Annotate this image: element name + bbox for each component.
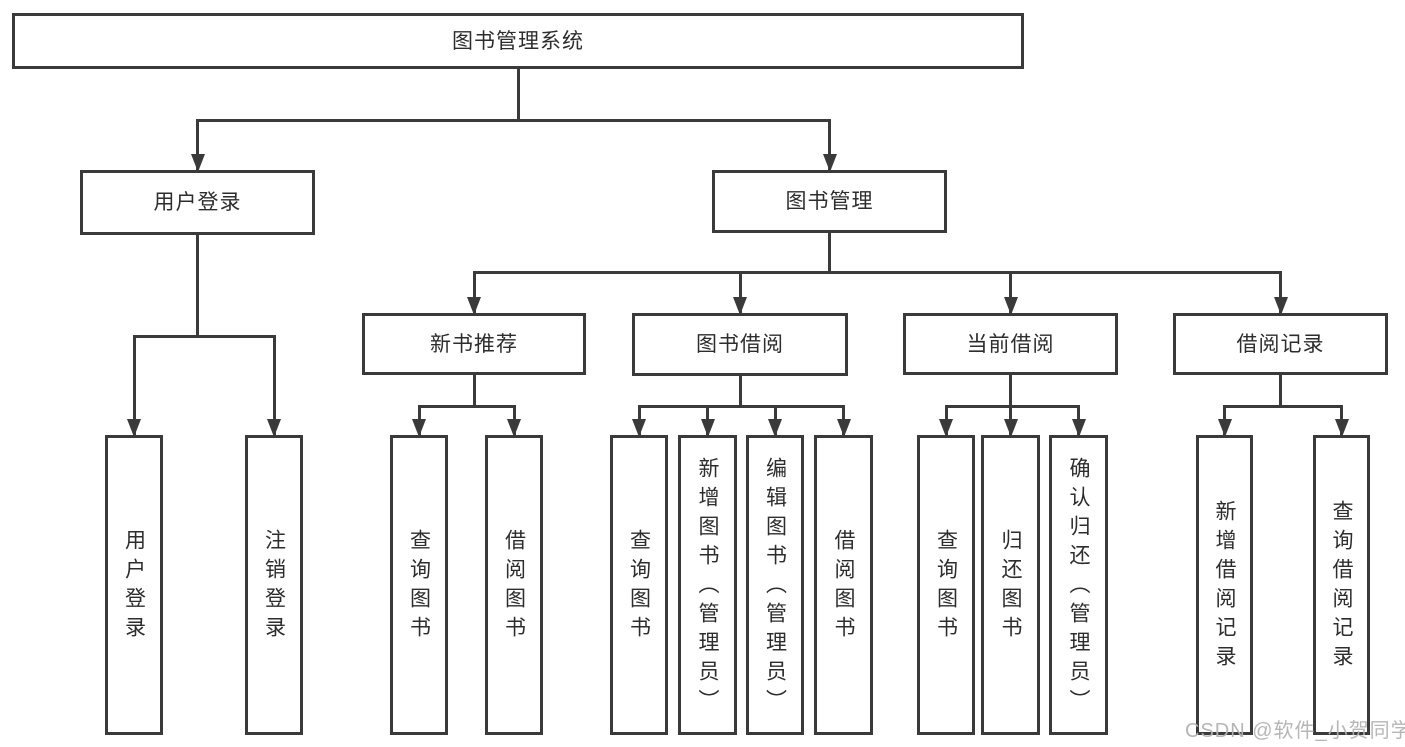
arrow-down-icon — [267, 419, 281, 437]
arrow-down-icon — [768, 419, 782, 437]
node-book-mgmt: 图书管理 — [712, 170, 947, 233]
connector-line — [516, 69, 520, 122]
arrow-down-icon — [733, 297, 747, 315]
node-user-login: 用户登录 — [80, 170, 315, 235]
connector-line — [944, 404, 1080, 408]
node-logout-op: 注销登录 — [245, 435, 303, 735]
connector-line — [637, 404, 845, 408]
arrow-down-icon — [507, 419, 521, 437]
connector-line — [472, 375, 476, 408]
node-cb-confirm-return: 确认归还（管理员） — [1049, 435, 1108, 735]
connector-line — [1009, 270, 1012, 313]
arrow-down-icon — [700, 419, 715, 437]
node-book-borrow: 图书借阅 — [632, 313, 848, 376]
arrow-down-icon — [1273, 297, 1288, 315]
arrow-down-icon — [127, 419, 141, 437]
arrow-down-icon — [1003, 419, 1018, 437]
arrow-down-icon — [1217, 419, 1232, 437]
connector-line — [472, 270, 1282, 274]
connector-line — [417, 404, 516, 408]
node-borrow-records: 借阅记录 — [1173, 313, 1388, 375]
connector-line — [196, 118, 831, 122]
node-br-query-record: 查询借阅记录 — [1313, 435, 1370, 735]
node-cb-query-books: 查询图书 — [917, 435, 975, 735]
connector-line — [1279, 270, 1282, 313]
arrow-down-icon — [1071, 419, 1086, 437]
connector-line — [1279, 375, 1282, 408]
connector-line — [132, 334, 276, 338]
connector-line — [738, 376, 742, 408]
connector-line — [738, 270, 742, 313]
connector-line — [1009, 375, 1012, 408]
node-new-book-rec: 新书推荐 — [362, 313, 586, 375]
connector-line — [472, 270, 476, 313]
arrow-down-icon — [822, 154, 837, 172]
node-cb-return-books: 归还图书 — [981, 435, 1040, 735]
connector-line — [196, 118, 199, 170]
arrow-down-icon — [1003, 297, 1018, 315]
arrow-down-icon — [632, 419, 646, 437]
arrow-down-icon — [939, 419, 953, 437]
node-bb-edit-books: 编辑图书（管理员） — [746, 435, 804, 735]
csdn-watermark: CSDN @软件_小贺同学 — [1185, 720, 1405, 742]
node-system: 图书管理系统 — [12, 13, 1024, 69]
connector-line — [828, 118, 831, 170]
connector-line — [1223, 404, 1343, 408]
arrow-down-icon — [836, 419, 851, 437]
node-br-add-record: 新增借阅记录 — [1196, 435, 1253, 735]
node-user-login-op: 用户登录 — [105, 435, 163, 735]
node-bb-query-books: 查询图书 — [610, 435, 668, 735]
connector-line — [828, 233, 831, 274]
arrow-down-icon — [1334, 419, 1349, 437]
connector-line — [132, 334, 136, 435]
connector-line — [272, 334, 276, 435]
node-bb-borrow-books: 借阅图书 — [814, 435, 873, 735]
node-rec-query-books: 查询图书 — [390, 435, 448, 735]
arrow-down-icon — [467, 297, 481, 315]
node-current-borrow: 当前借阅 — [903, 313, 1118, 375]
node-bb-add-books: 新增图书（管理员） — [678, 435, 737, 735]
connector-line — [196, 235, 199, 338]
arrow-down-icon — [190, 154, 205, 172]
node-rec-borrow-books: 借阅图书 — [485, 435, 543, 735]
arrow-down-icon — [412, 419, 426, 437]
